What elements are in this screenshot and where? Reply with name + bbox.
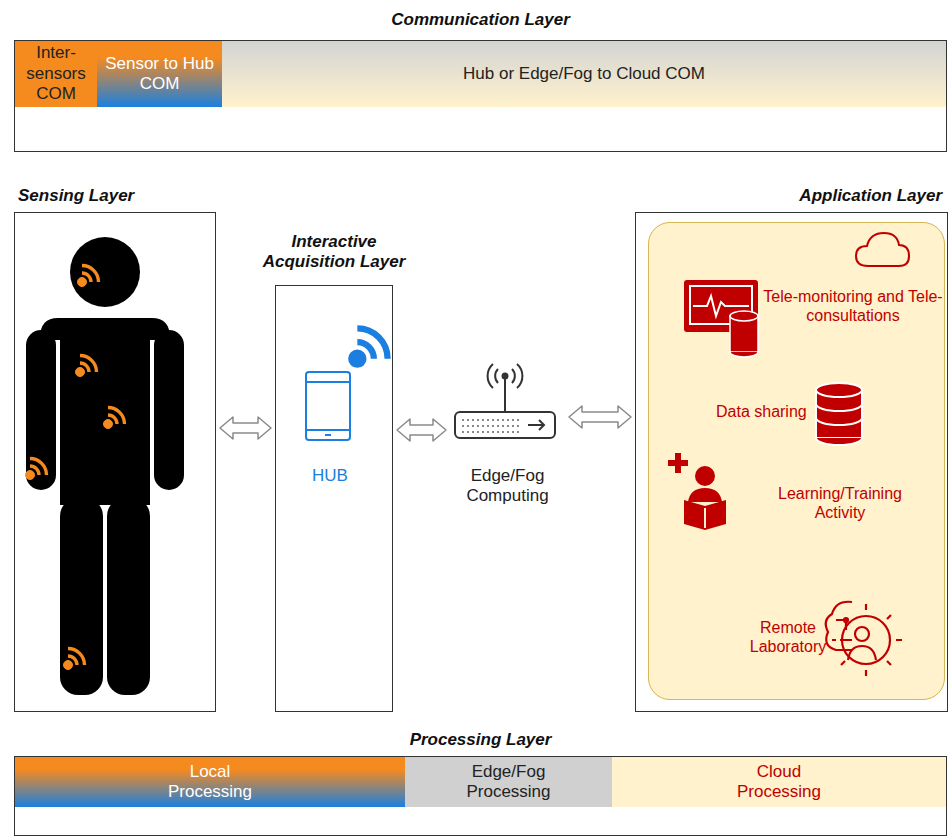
node-label: Edge/Fog Processing xyxy=(459,762,559,803)
double-arrow xyxy=(397,419,446,441)
sensor-hub-com-bar: Sensor to Hub COM xyxy=(97,41,222,107)
cloud-com-bar: Hub or Edge/Fog to Cloud COM xyxy=(222,41,946,107)
application-panel-fill xyxy=(648,222,945,700)
learning-icon xyxy=(668,453,726,530)
node-label: Local Processing xyxy=(155,762,265,803)
node-label: Tele-monitoring and Tele-consultations xyxy=(762,287,944,325)
monitor-icon xyxy=(684,280,758,357)
acquisition-layer-box: Interactive Acquisition LayerHUB xyxy=(275,285,393,712)
sensing-layer-box: Sensing Layer xyxy=(14,212,216,712)
layer-heading: Communication Layer xyxy=(14,10,947,30)
node-label: HUB xyxy=(280,466,380,486)
node-label: Inter-sensors COM xyxy=(17,43,95,104)
processing-layer-box: Processing LayerLocal ProcessingEdge/Fog… xyxy=(14,756,947,836)
double-arrow xyxy=(569,406,631,428)
node-label: Learning/Training Activity xyxy=(760,484,920,522)
layer-heading: Sensing Layer xyxy=(18,186,218,206)
application-layer-box: Application LayerTele-monitoring and Tel… xyxy=(635,212,948,712)
cloud-processing-bar: Cloud Processing xyxy=(612,757,946,807)
sensor-icons xyxy=(26,266,125,670)
communication-layer-box: Communication LayerInter-sensors COMSens… xyxy=(14,40,947,152)
cloud-icon xyxy=(856,233,909,266)
application-panel: Tele-monitoring and Tele-consultationsDa… xyxy=(648,222,945,700)
node-label: Edge/Fog Computing xyxy=(460,466,555,507)
node-label: Remote Laboratory xyxy=(744,618,832,656)
edge-fog-processing-bar: Edge/Fog Processing xyxy=(405,757,612,807)
node-label: Data sharing xyxy=(716,402,814,421)
node-label: Sensor to Hub COM xyxy=(102,54,217,95)
hub-phone-icon xyxy=(306,372,350,440)
layer-heading: Application Layer xyxy=(660,186,942,206)
layer-heading: Processing Layer xyxy=(14,730,947,750)
router-icon xyxy=(455,364,555,438)
local-processing-bar: Local Processing xyxy=(15,757,405,807)
inter-sensor-com-bar: Inter-sensors COM xyxy=(15,41,97,107)
hub-wifi-icon xyxy=(349,328,388,367)
edge-fog-node: Edge/Fog Computing xyxy=(450,355,565,515)
remote-lab-icon xyxy=(826,602,902,676)
node-label: Cloud Processing xyxy=(729,762,829,803)
double-arrow xyxy=(220,417,271,439)
node-label: Hub or Edge/Fog to Cloud COM xyxy=(463,64,705,84)
layer-heading: Interactive Acquisition Layer xyxy=(254,232,414,273)
human-body xyxy=(26,237,184,695)
database-icon xyxy=(816,383,862,445)
